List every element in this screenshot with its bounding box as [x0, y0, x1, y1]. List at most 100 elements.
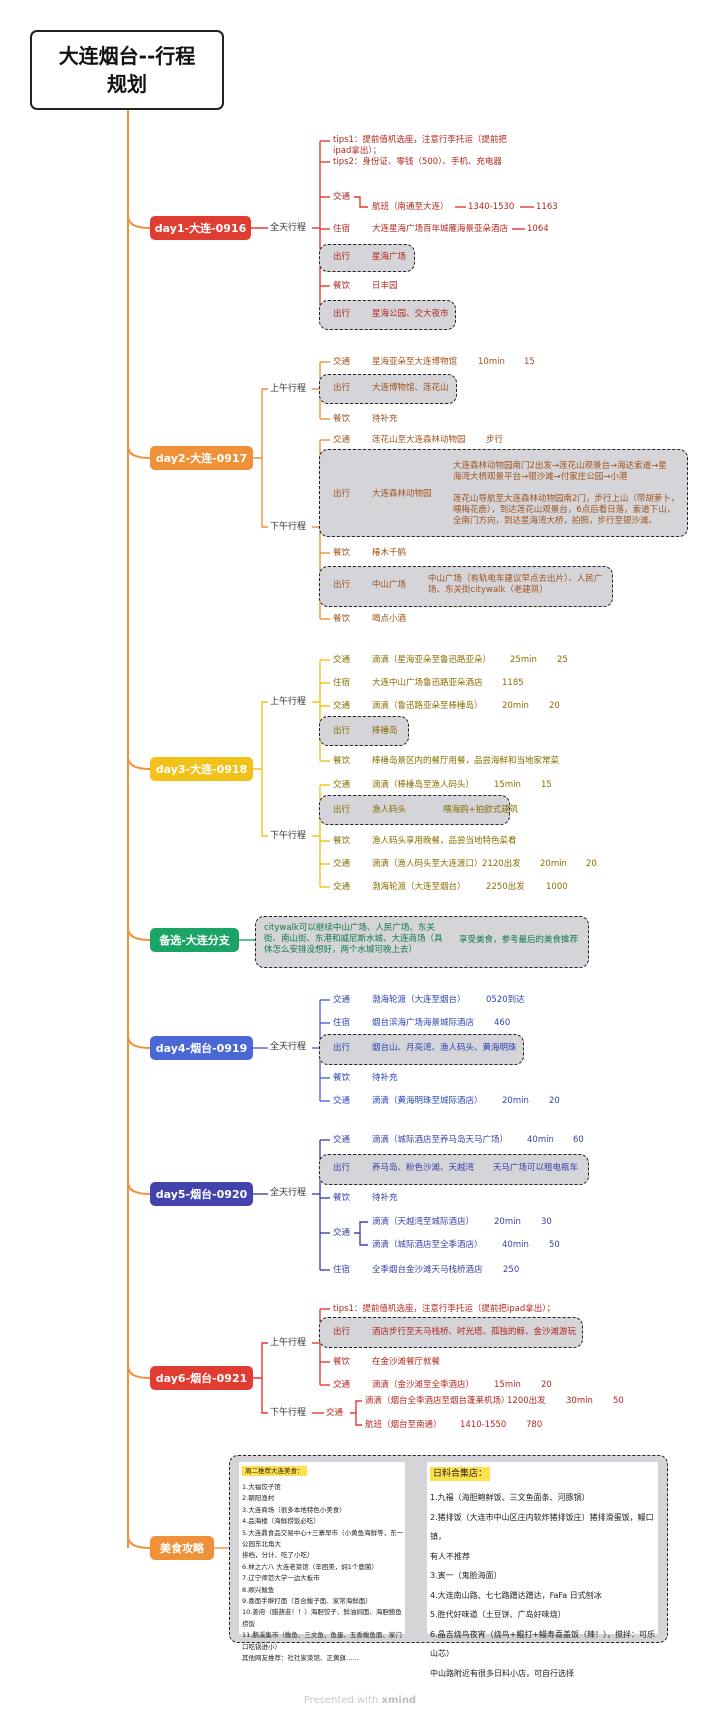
item-price[interactable]: 250 [503, 1265, 520, 1275]
item-price[interactable]: 60 [573, 1135, 584, 1145]
item-time[interactable]: 10min [478, 357, 505, 367]
food-card-right[interactable]: 日料合集店： 1.九福（海胆鲍鲜饭、三文鱼面条、河豚锅） 2.猪排饭（大连市中山… [427, 1462, 658, 1678]
item-price[interactable]: 20 [549, 701, 560, 711]
item-text[interactable]: 滴滴（黄海明珠至城际酒店） [372, 1096, 483, 1106]
item-time[interactable]: 步行 [486, 435, 504, 445]
category-label[interactable]: 交通 [333, 995, 351, 1005]
item-price[interactable]: 15 [541, 780, 552, 790]
item-text[interactable]: 航班（烟台至南通） [365, 1420, 442, 1430]
item-price[interactable]: 30 [541, 1217, 552, 1227]
alt-branch-node[interactable]: 备选-大连分支 [150, 928, 239, 952]
item-time[interactable]: 2250出发 [486, 882, 525, 892]
item-text[interactable]: 渤海轮渡（大连至烟台） [372, 882, 466, 892]
category-label[interactable]: 餐饮 [333, 548, 351, 558]
item-text[interactable]: 日丰园 [372, 281, 398, 291]
item-text[interactable]: 星海亚朵至大连博物馆 [372, 357, 458, 367]
map-title[interactable]: 大连烟台--行程 规划 [30, 30, 224, 110]
item-detail[interactable]: 中山广场（有轨电车建议早点去出片）、人民广 场、东关街citywalk（老建筑） [428, 574, 603, 595]
item-time[interactable]: 1340-1530 [468, 202, 515, 212]
category-label[interactable]: 出行 [333, 726, 351, 736]
category-label[interactable]: 交通 [326, 1408, 344, 1418]
item-price[interactable]: 15 [524, 357, 535, 367]
category-label[interactable]: 住宿 [333, 1265, 351, 1275]
period-label[interactable]: 全天行程 [270, 1042, 307, 1052]
period-label[interactable]: 上午行程 [270, 384, 307, 394]
category-label[interactable]: 餐饮 [333, 281, 351, 291]
item-text[interactable]: 莲花山至大连森林动物园 [372, 435, 466, 445]
item-price[interactable]: 20 [549, 1096, 560, 1106]
item-text[interactable]: 棒棰岛景区内的餐厅用餐，品尝海鲜和当地家常菜 [372, 756, 560, 766]
item-detail[interactable]: 大连森林动物园南门2出发→莲花山观景台→海达索道→星 海湾大桥观景平台→银沙滩→… [453, 461, 667, 482]
period-label[interactable]: 下午行程 [270, 1408, 307, 1418]
tip-text[interactable]: ipad拿出）； [333, 146, 382, 156]
item-time[interactable]: 1200出发 [507, 1396, 546, 1406]
period-label[interactable]: 上午行程 [270, 1338, 307, 1348]
item-text[interactable]: 养马岛、粉色沙滩、天越湾 [372, 1163, 475, 1173]
day1-node[interactable]: day1-大连-0916 [150, 216, 251, 240]
item-time[interactable]: 15min [494, 780, 521, 790]
item-price[interactable]: 50 [549, 1240, 560, 1250]
item-text[interactable]: 滴滴（城际酒店至养马岛天马广场） [372, 1135, 509, 1145]
item-time[interactable]: 20min [540, 859, 567, 869]
period-label[interactable]: 上午行程 [270, 697, 307, 707]
item-time[interactable]: 1410-1550 [460, 1420, 507, 1430]
tip-text[interactable]: tips2：身份证、零钱（500）、手机、充电器 [333, 157, 502, 167]
item-price[interactable]: 460 [494, 1018, 511, 1028]
item-text[interactable]: 大连森林动物园 [372, 489, 432, 499]
item-time[interactable]: 15min [494, 1380, 521, 1390]
item-time[interactable]: 30min [566, 1396, 593, 1406]
item-price[interactable]: 20 [586, 859, 597, 869]
category-label[interactable]: 餐饮 [333, 1073, 351, 1083]
category-label[interactable]: 出行 [333, 805, 351, 815]
item-text[interactable]: 待补充 [372, 1193, 398, 1203]
category-label[interactable]: 交通 [333, 1228, 351, 1238]
item-text[interactable]: 滴滴（星海亚朵至鲁迅路亚朵） [372, 655, 492, 665]
item-text[interactable]: 大连星海广场百年城雁海景亚朵酒店 [372, 224, 509, 234]
day6-node[interactable]: day6-烟台-0921 [150, 1366, 253, 1390]
item-text[interactable]: 航班（南通至大连） [372, 202, 449, 212]
category-label[interactable]: 交通 [333, 1380, 351, 1390]
item-text[interactable]: 滴滴（棒棰岛至渔人码头） [372, 780, 475, 790]
category-label[interactable]: 交通 [333, 701, 351, 711]
category-label[interactable]: 交通 [333, 655, 351, 665]
category-label[interactable]: 出行 [333, 1163, 351, 1173]
item-text[interactable]: 星海公园、交大夜市 [372, 309, 449, 319]
item-text[interactable]: 渔人码头 [372, 805, 407, 815]
item-price[interactable]: 25 [557, 655, 568, 665]
category-label[interactable]: 出行 [333, 252, 351, 262]
category-label[interactable]: 出行 [333, 1043, 351, 1053]
category-label[interactable]: 住宿 [333, 1018, 351, 1028]
item-text[interactable]: 烟台山、月亮湾、渔人码头、黄海明珠 [372, 1043, 517, 1053]
item-text[interactable]: 待补充 [372, 1073, 398, 1083]
category-label[interactable]: 餐饮 [333, 414, 351, 424]
item-time[interactable]: 40min [502, 1240, 529, 1250]
tip-text[interactable]: tips1：提前值机选座，注意行李托运（提前把ipad拿出）； [333, 1304, 556, 1314]
category-label[interactable]: 交通 [333, 859, 351, 869]
category-label[interactable]: 餐饮 [333, 756, 351, 766]
category-label[interactable]: 出行 [333, 309, 351, 319]
item-price[interactable]: 50 [613, 1396, 624, 1406]
item-text[interactable]: 烟台滨海广场海景城际酒店 [372, 1018, 475, 1028]
item-text[interactable]: 酒店步行至天马栈桥、时光塔、孤独的鲸、金沙滩游玩 [372, 1327, 577, 1337]
item-time[interactable]: 0520到达 [486, 995, 525, 1005]
food-guide-node[interactable]: 美食攻略 [150, 1536, 214, 1560]
item-time[interactable]: 40min [527, 1135, 554, 1145]
period-label[interactable]: 全天行程 [270, 223, 307, 233]
item-text[interactable]: 喝点小酒 [372, 614, 407, 624]
item-price[interactable]: 1163 [536, 202, 558, 212]
category-label[interactable]: 交通 [333, 780, 351, 790]
category-label[interactable]: 交通 [333, 357, 351, 367]
category-label[interactable]: 交通 [333, 882, 351, 892]
category-label[interactable]: 餐饮 [333, 1357, 351, 1367]
item-text[interactable]: 滴滴（渔人码头至大连渡口） [372, 859, 483, 869]
day3-node[interactable]: day3-大连-0918 [150, 757, 253, 781]
item-text[interactable]: 棒棰岛 [372, 726, 398, 736]
category-label[interactable]: 餐饮 [333, 1193, 351, 1203]
alt-branch-text[interactable]: citywalk可以继续中山广场、人民广场、东关 街、南山街、东港和威尼斯水城、… [264, 923, 443, 955]
item-text[interactable]: 滴滴（天越湾至城际酒店） [372, 1217, 475, 1227]
item-text[interactable]: 滴滴（鲁迅路亚朵至棒棰岛） [372, 701, 483, 711]
item-time[interactable]: 20min [494, 1217, 521, 1227]
item-text[interactable]: 渔人码头享用晚餐，品尝当地特色菜肴 [372, 836, 517, 846]
day4-node[interactable]: day4-烟台-0919 [150, 1036, 253, 1060]
item-text[interactable]: 大连中山广场鲁迅路亚朵酒店 [372, 678, 483, 688]
